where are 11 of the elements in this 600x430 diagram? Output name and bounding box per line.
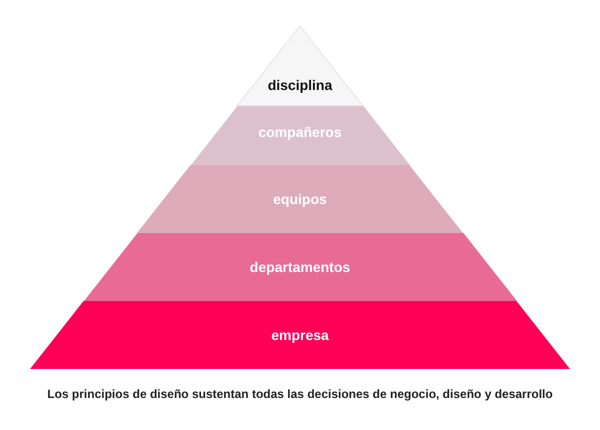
tier-label: disciplina <box>268 76 332 94</box>
pyramid-tier <box>30 301 570 369</box>
pyramid-apex <box>237 26 363 106</box>
pyramid-tier <box>137 165 463 233</box>
tier-label: departamentos <box>250 258 350 276</box>
caption: Los principios de diseño sustentan todas las decisiones de negocio, diseño y desarrollo <box>47 386 553 402</box>
pyramid-tier <box>190 106 410 165</box>
pyramid-tier <box>84 233 516 301</box>
tier-label: empresa <box>271 326 329 344</box>
tier-label: compañeros <box>258 123 342 141</box>
tier-label: equipos <box>273 190 327 208</box>
